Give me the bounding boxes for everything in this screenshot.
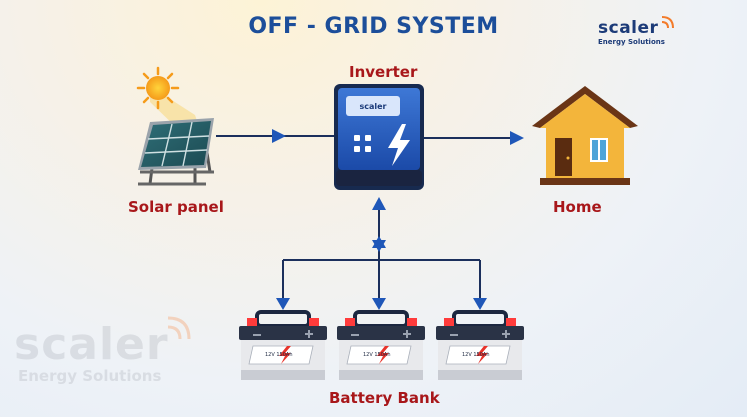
arrow-to-battery-3-icon xyxy=(473,298,487,310)
battery-spec-text: 12V 150Ah xyxy=(265,352,293,358)
arrow-bus-down-icon xyxy=(372,240,386,252)
watermark-arcs-icon xyxy=(167,316,191,340)
brand-watermark: scaler Energy Solutions xyxy=(14,319,169,386)
label-inverter: Inverter xyxy=(349,63,418,81)
brand-name: scaler xyxy=(598,18,659,38)
diagram-title: OFF - GRID SYSTEM xyxy=(248,14,499,39)
battery-1-icon: 12V 150Ah xyxy=(239,310,327,380)
flow-arrows xyxy=(272,129,524,310)
home-icon xyxy=(532,86,638,185)
watermark-tagline: Energy Solutions xyxy=(18,367,162,385)
watermark-name: scaler xyxy=(14,319,169,370)
arrow-to-battery-2-icon xyxy=(372,298,386,310)
arrow-up-to-inverter-icon xyxy=(372,197,386,210)
label-solar-panel: Solar panel xyxy=(128,198,224,216)
battery-2-icon: 12V 150Ah xyxy=(337,310,425,380)
battery-bank-icons: 12V 150Ah 12V 150Ah 12V 150Ah xyxy=(239,310,524,380)
solar-panel-icon xyxy=(138,118,214,186)
label-battery-bank: Battery Bank xyxy=(329,389,440,407)
brand-logo: scaler Energy Solutions xyxy=(598,18,665,47)
inverter-icon: scaler xyxy=(334,84,424,190)
arrow-solar-to-inverter-icon xyxy=(272,129,286,143)
brand-logo-arcs-icon xyxy=(661,16,674,29)
battery-3-icon: 12V 150Ah xyxy=(436,310,524,380)
arrow-inverter-to-home-icon xyxy=(510,131,524,145)
battery-spec-text: 12V 150Ah xyxy=(363,352,391,358)
inverter-brand-text: scaler xyxy=(359,102,386,111)
battery-spec-text: 12V 150Ah xyxy=(462,352,490,358)
brand-tagline: Energy Solutions xyxy=(598,38,665,46)
arrow-to-battery-1-icon xyxy=(276,298,290,310)
label-home: Home xyxy=(553,198,602,216)
